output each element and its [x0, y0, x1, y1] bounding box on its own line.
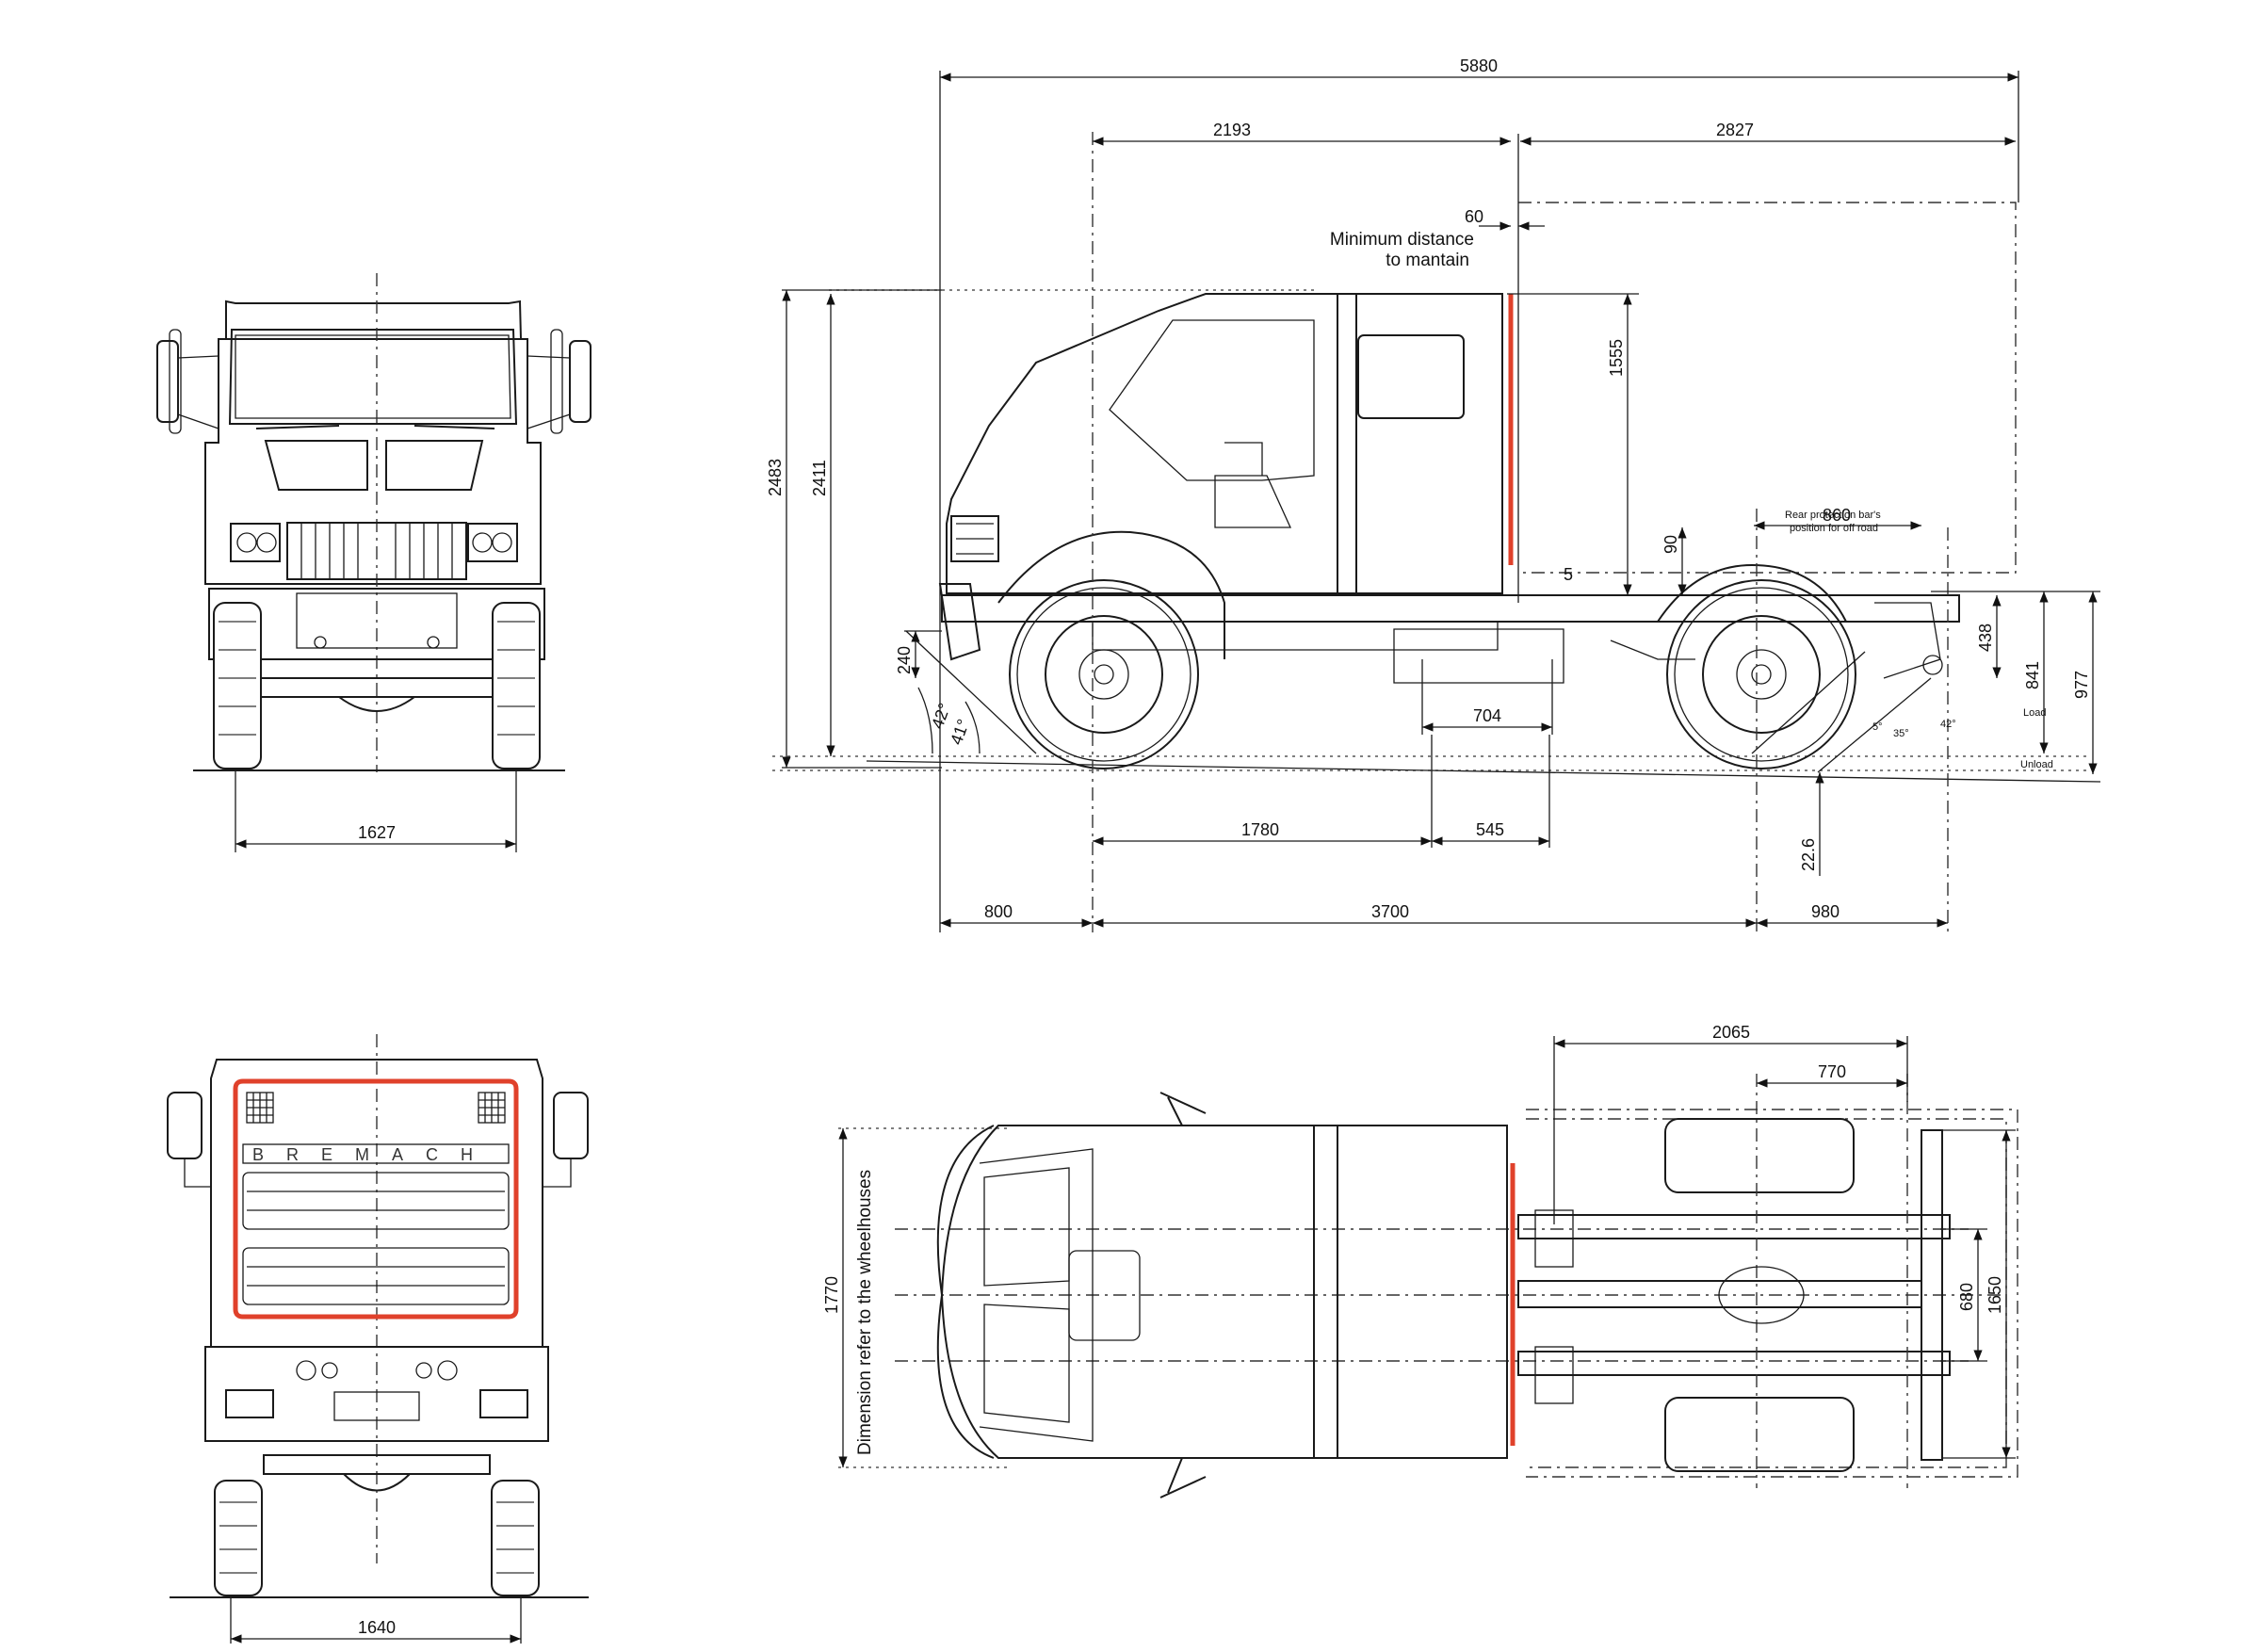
frame-height-438-dim: 438 [1976, 624, 1995, 652]
min-distance-note-line1: Minimum distance [1330, 230, 1474, 250]
cab-height-dim: 1555 [1607, 339, 1626, 377]
departure-angle-1: 5° [1872, 721, 1883, 733]
front-track-dim: 1627 [358, 823, 396, 842]
front-to-tank-dim: 1780 [1241, 820, 1279, 839]
overall-length-dim: 5880 [1460, 57, 1498, 75]
side-view: 5880 2193 2827 60 Minimum distance to ma… [766, 57, 2101, 932]
frame-width-1650-dim: 1650 [1986, 1276, 2004, 1314]
brand-lettering: BREMACH [252, 1145, 495, 1164]
cab-width-dim: 1770 [822, 1276, 841, 1314]
cab-width-note: Dimension refer to the wheelhouses [855, 1170, 875, 1455]
rear-track-dim: 1640 [358, 1618, 396, 1637]
frame-top-length-dim: 2065 [1712, 1023, 1750, 1042]
tank-width-dim: 704 [1473, 706, 1501, 725]
rear-clearance-dim: 22.6 [1799, 838, 1818, 871]
rear-panel-outline [233, 1078, 519, 1320]
top-view: 2065 770 680 1650 1770 Dimension refer t… [822, 1023, 2018, 1498]
load-label: Load [2023, 707, 2046, 719]
approach-angle-1: 42° [928, 701, 954, 731]
min-distance-note-line2: to mantain [1386, 251, 1469, 270]
rear-bar-note-line2: position for off road [1790, 523, 1878, 534]
rear-wheel [1657, 563, 1856, 769]
frame-width-680-dim: 680 [1957, 1283, 1976, 1311]
front-overhang-dim: 800 [984, 902, 1013, 921]
body-length-dim: 2827 [1716, 121, 1754, 139]
departure-angle-2: 35° [1893, 728, 1909, 739]
approach-angle-2: 41° [947, 717, 973, 747]
tank-extra-dim: 545 [1476, 820, 1504, 839]
front-view: 1627 [156, 273, 592, 852]
load-height-dim: 841 [2023, 661, 2042, 689]
rear-view: BREMACH 1640 [167, 1034, 589, 1644]
min-distance-dim: 60 [1465, 207, 1483, 226]
unloaded-height-dim: 2411 [810, 460, 829, 496]
rear-bar-offset-dim: 860 [1823, 506, 1851, 525]
frame-rear-770-dim: 770 [1818, 1062, 1846, 1081]
front-bumper-height-dim: 240 [895, 646, 914, 674]
wheelbase-dim: 3700 [1371, 902, 1409, 921]
unload-label: Unload [2020, 759, 2053, 770]
front-wheel [997, 530, 1225, 769]
frame-gap-dim: 90 [1661, 535, 1680, 554]
departure-angle-3: 42° [1940, 719, 1956, 730]
rear-bar-note-line1: Rear protection bar's [1785, 510, 1881, 521]
frame-small-dim: 5 [1564, 565, 1573, 584]
cab-to-axis-dim: 2193 [1213, 121, 1251, 139]
unload-height-dim: 977 [2072, 671, 2091, 699]
rear-overhang-dim: 980 [1811, 902, 1840, 921]
overall-height-dim: 2483 [766, 459, 785, 496]
